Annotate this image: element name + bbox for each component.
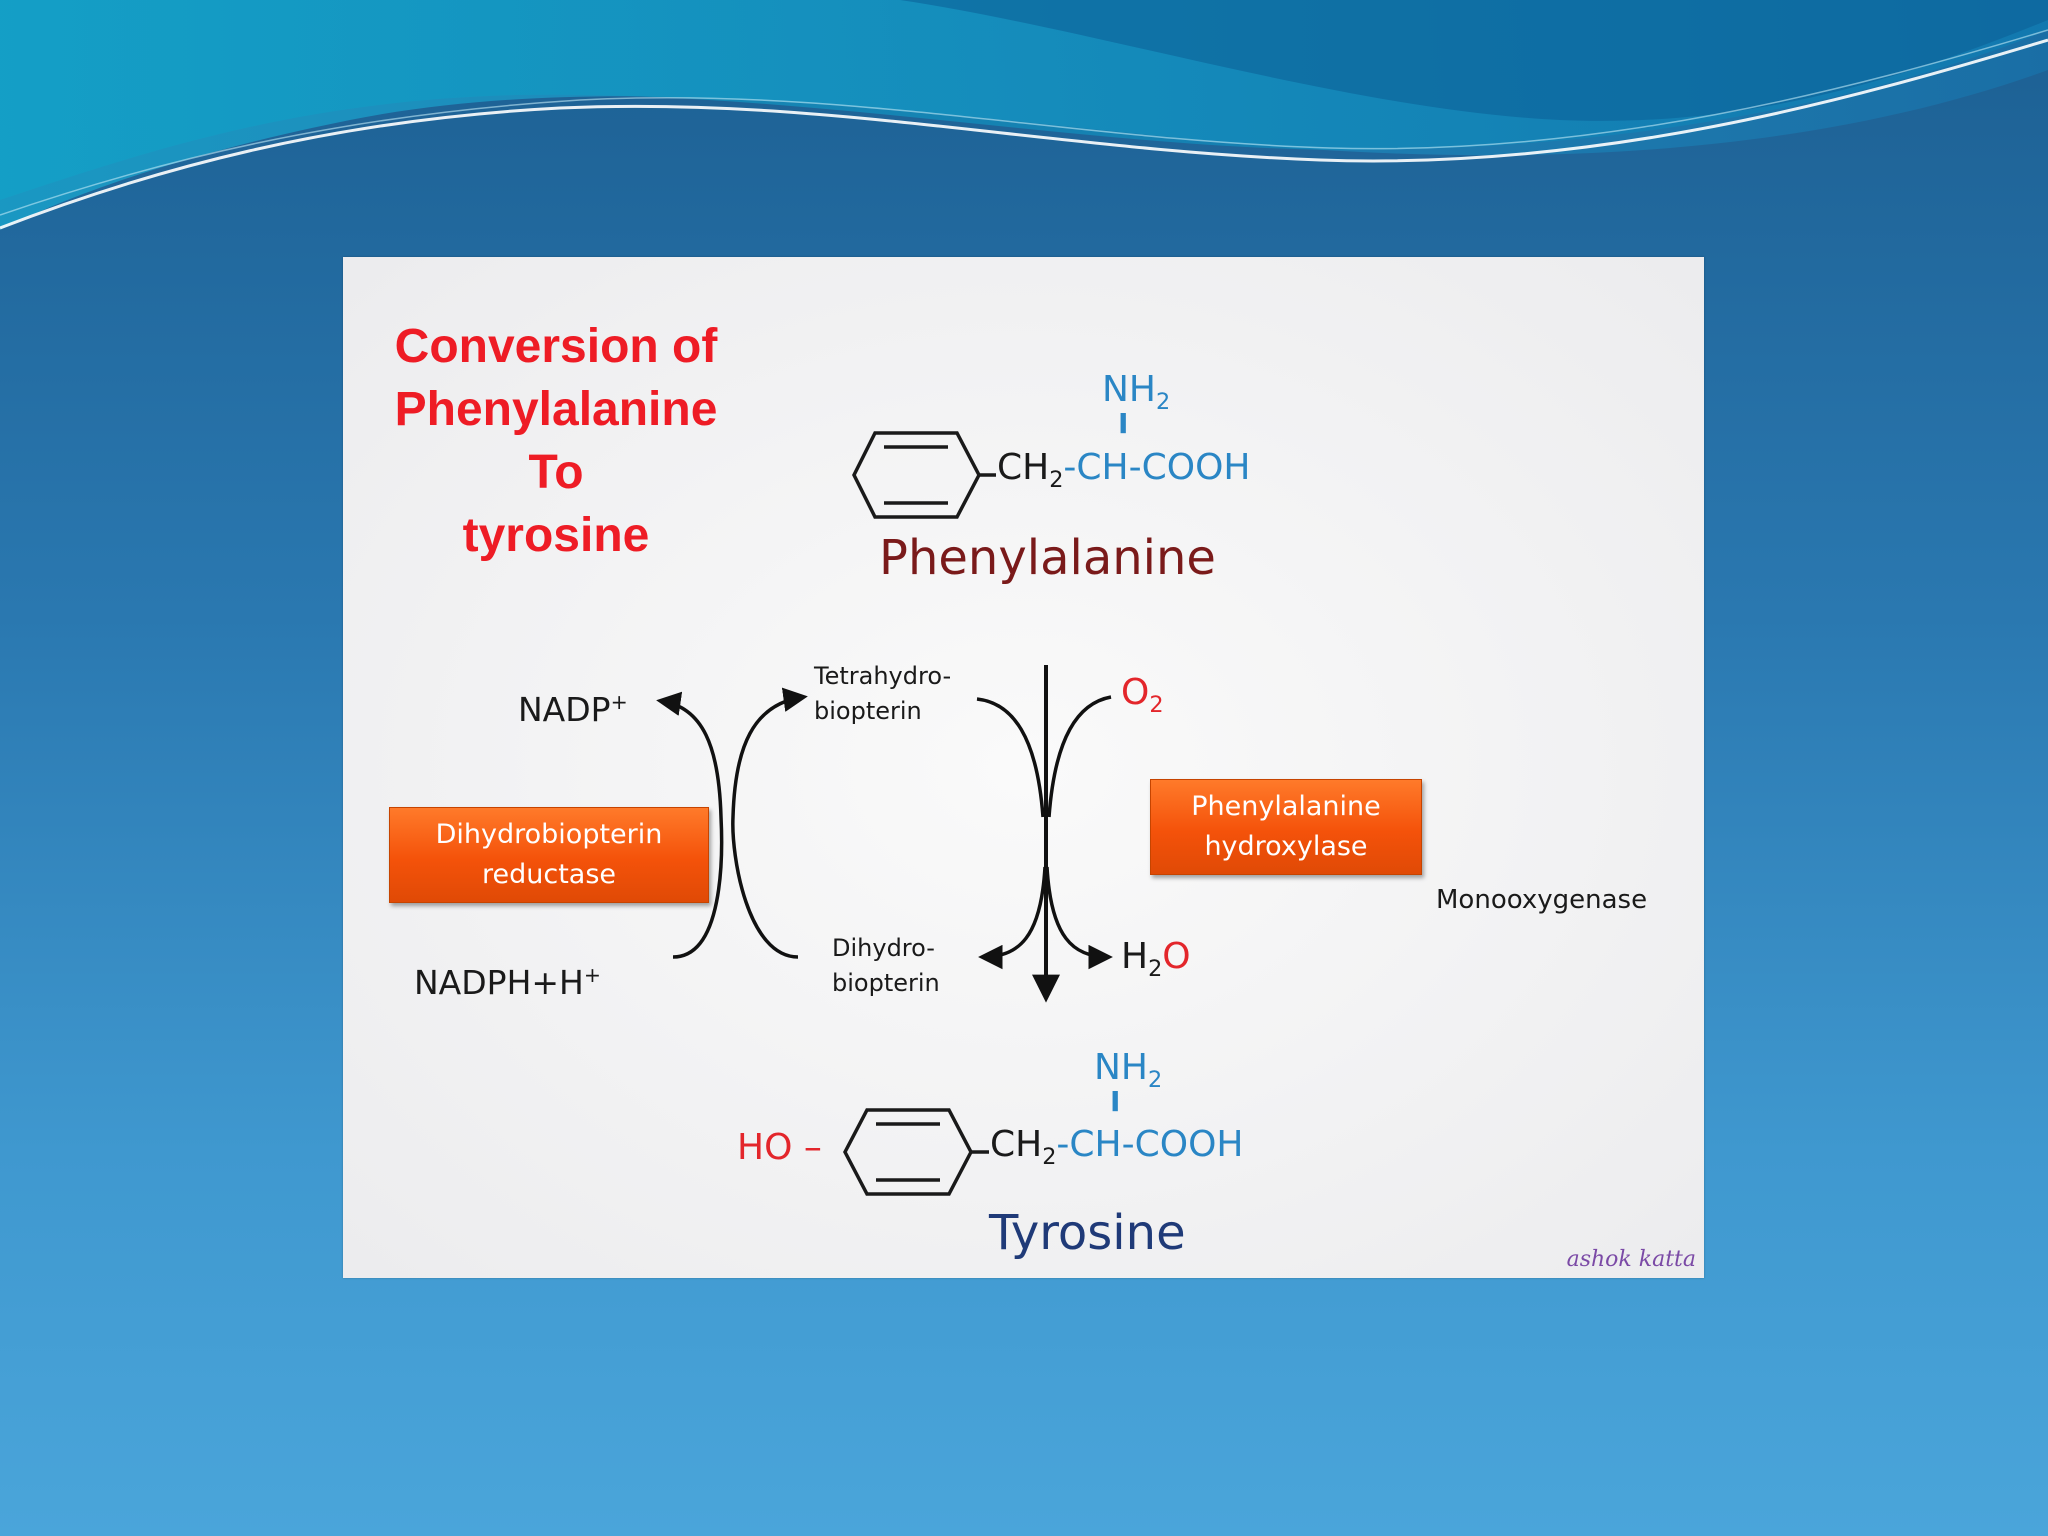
tetrahydrobiopterin-label: Tetrahydro- biopterin (814, 662, 952, 725)
dihydrobiopterin-reductase-box: Dihydrobiopterin reductase (389, 807, 709, 903)
enzyme-label: Phenylalanine (1191, 791, 1381, 822)
tyrosine-hydroxyl-label: HO – (737, 1127, 822, 1168)
tyrosine-benzene-ring (843, 1108, 989, 1196)
tyrosine-amine-bond: I (1110, 1085, 1121, 1118)
tyrosine-side-chain: CH2-CH-COOH (990, 1124, 1244, 1171)
phenylalanine-side-chain: CH2-CH-COOH (997, 447, 1251, 494)
enzyme-label: hydroxylase (1204, 831, 1368, 862)
author-signature: ashok katta (1566, 1247, 1696, 1272)
phenylalanine-hydroxylase-box: Phenylalanine hydroxylase (1150, 779, 1422, 875)
water-arc-arrow (1045, 866, 1113, 970)
title-line: Phenylalanine (394, 383, 718, 436)
tetrahydrobiopterin-arc (976, 697, 1045, 818)
diagram-title: Conversion of Phenylalanine To tyrosine (371, 315, 741, 567)
title-line: tyrosine (462, 509, 650, 562)
title-line: Conversion of (394, 320, 718, 373)
tyrosine-name: Tyrosine (989, 1205, 1186, 1261)
enzyme-class-label: Monooxygenase (1436, 885, 1648, 915)
dihydrobiopterin-label: Dihydro- biopterin (832, 934, 940, 997)
dihydrobiopterin-arc-arrow (978, 866, 1047, 970)
water-label: H2O (1121, 936, 1191, 983)
enzyme-label: Dihydrobiopterin (435, 819, 663, 850)
phenylalanine-amine-bond: I (1118, 407, 1129, 440)
nadp-label: NADP+ (518, 690, 628, 729)
nadph-label: NADPH+H+ (414, 963, 601, 1002)
tyrosine-amine-label: NH2 (1094, 1047, 1163, 1094)
biopterin-regeneration-arrow (731, 687, 808, 959)
pathway-drawing (343, 257, 1704, 1278)
phenylalanine-benzene-ring (852, 431, 996, 519)
phenylalanine-name: Phenylalanine (879, 530, 1216, 586)
nadp-arc-arrow (656, 691, 724, 959)
enzyme-label: reductase (481, 859, 617, 890)
pathway-figure: Conversion of Phenylalanine To tyrosine … (343, 257, 1704, 1278)
oxygen-arc (1047, 695, 1112, 818)
oxygen-label: O2 (1121, 672, 1164, 719)
background-waves (0, 0, 2048, 230)
title-line: To (528, 446, 584, 499)
phenylalanine-amine-label: NH2 (1102, 369, 1171, 416)
